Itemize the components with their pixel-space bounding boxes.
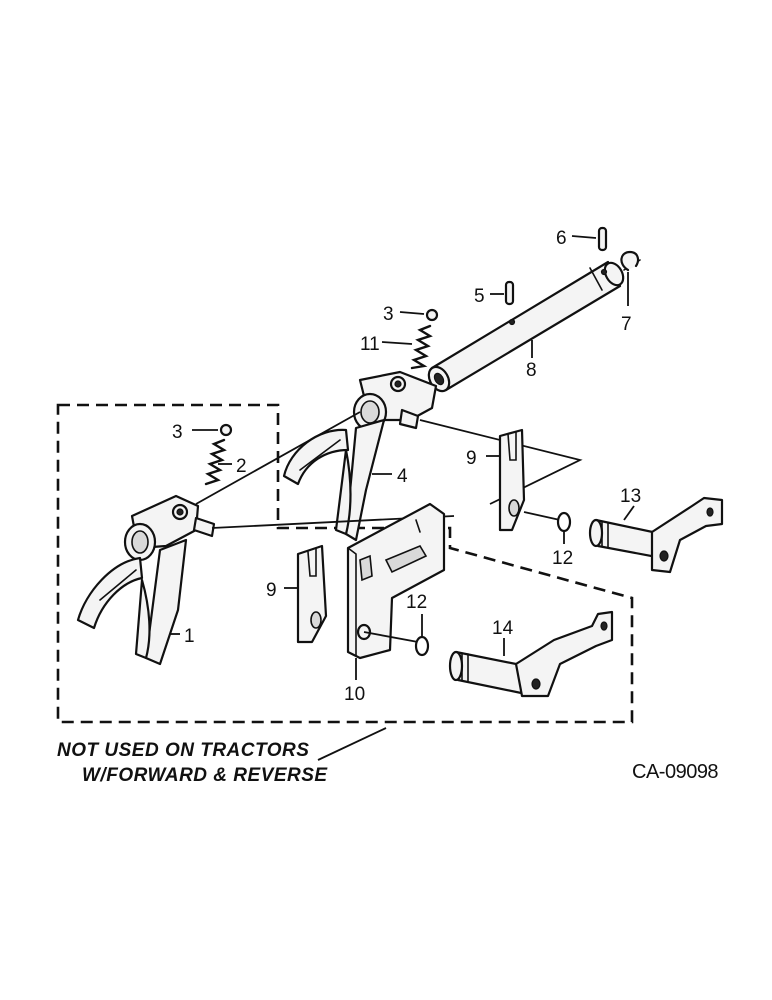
- interlock-plate: [346, 502, 446, 660]
- shifter-lever-lower: [448, 610, 614, 698]
- shift-rail: [427, 259, 641, 393]
- optional-parts-boundary: [56, 403, 634, 724]
- callout-8: 8: [526, 360, 537, 381]
- drawing-code: CA-09098: [632, 761, 718, 783]
- leader-3b: [399, 311, 425, 315]
- leader-11: [381, 341, 413, 345]
- callout-14: 14: [492, 618, 514, 639]
- detent-ball-lower: [219, 423, 233, 437]
- callout-9-lower: 9: [266, 580, 277, 601]
- callout-1: 1: [184, 626, 195, 647]
- alignment-line-middle: [195, 411, 361, 505]
- shifter-lever-upper: [588, 496, 724, 574]
- washer-upper: [556, 511, 572, 533]
- note-line-2: W/FORWARD & REVERSE: [82, 765, 328, 786]
- leader-13: [623, 505, 635, 521]
- note-leader-line: [317, 727, 387, 761]
- roll-pin-5: [504, 280, 515, 306]
- callout-7: 7: [621, 314, 632, 335]
- shift-fork-upper: [282, 370, 438, 542]
- callout-3-upper: 3: [383, 304, 394, 325]
- detent-block-lower: [296, 544, 328, 644]
- callout-10: 10: [344, 684, 365, 705]
- callout-12-lower: 12: [406, 592, 427, 613]
- detent-spring-11: [410, 324, 433, 370]
- washer-lower: [414, 635, 430, 657]
- callout-3-lower: 3: [172, 422, 183, 443]
- callout-4: 4: [397, 466, 408, 487]
- alignment-line-washer-lower: [363, 631, 419, 643]
- shift-fork-lower: [76, 494, 216, 666]
- detent-block-upper: [498, 428, 526, 532]
- retaining-ring: [620, 250, 640, 272]
- callout-12-upper: 12: [552, 548, 573, 569]
- callout-11: 11: [360, 334, 380, 355]
- callout-5: 5: [474, 286, 485, 307]
- leader-6: [571, 235, 597, 239]
- detent-ball-upper: [425, 308, 439, 322]
- callout-13: 13: [620, 486, 641, 507]
- detent-spring-2: [204, 438, 227, 486]
- callout-2: 2: [236, 456, 247, 477]
- note-line-1: NOT USED ON TRACTORS: [57, 740, 309, 761]
- alignment-line-washer-upper: [523, 511, 561, 521]
- callout-9-upper: 9: [466, 448, 477, 469]
- callout-6: 6: [556, 228, 567, 249]
- roll-pin-6: [597, 226, 608, 252]
